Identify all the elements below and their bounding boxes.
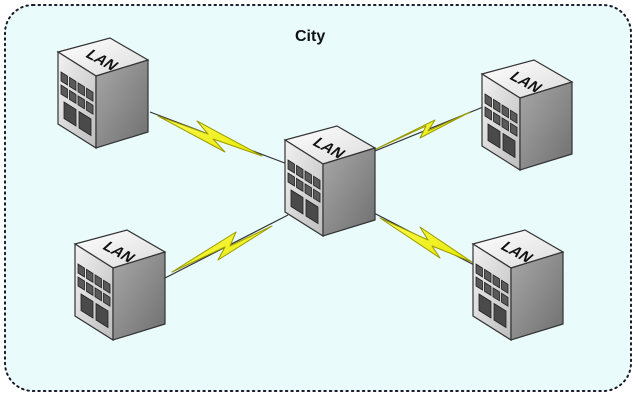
door-panel <box>63 101 77 127</box>
window <box>77 263 85 278</box>
window <box>296 177 304 193</box>
window <box>313 175 321 190</box>
window <box>77 95 85 110</box>
building-windows <box>484 93 518 159</box>
window <box>484 93 492 108</box>
window <box>313 188 321 203</box>
lan-building-top-right: LAN <box>480 59 574 172</box>
window <box>501 104 509 119</box>
lan-building-bottom-right: LAN <box>471 229 565 342</box>
building-side-face <box>322 147 376 237</box>
door-panel <box>290 189 304 215</box>
window <box>103 292 111 307</box>
window <box>501 292 509 307</box>
door-panel <box>80 293 94 319</box>
door-panel <box>487 123 501 149</box>
window <box>77 82 85 97</box>
bolt-icon-top-left <box>157 115 263 157</box>
lan-building-top-left: LAN <box>56 37 150 150</box>
window <box>510 122 518 137</box>
door-panel <box>305 198 319 225</box>
window <box>501 279 509 294</box>
building-windows <box>287 159 321 225</box>
window <box>94 274 102 289</box>
window <box>493 98 501 114</box>
building-windows <box>77 263 111 329</box>
window <box>77 276 85 291</box>
window <box>493 111 501 127</box>
building-windows <box>60 71 94 137</box>
building-side-face <box>95 59 149 149</box>
window <box>484 106 492 121</box>
door-panel <box>493 302 507 329</box>
window <box>510 109 518 124</box>
window <box>287 159 295 174</box>
window <box>304 170 312 185</box>
window <box>60 71 68 86</box>
window <box>60 84 68 99</box>
window <box>86 87 94 102</box>
building-side-face <box>510 251 564 341</box>
window <box>103 279 111 294</box>
window <box>492 287 500 302</box>
window <box>86 100 94 115</box>
window <box>287 172 295 187</box>
window <box>492 274 500 289</box>
lightning-bolts <box>157 111 473 273</box>
window <box>94 287 102 302</box>
door-panel <box>502 132 516 159</box>
lan-building-center: LAN <box>283 125 377 238</box>
window <box>484 281 492 297</box>
window <box>304 183 312 198</box>
window <box>86 268 94 284</box>
window <box>86 281 94 297</box>
bolt-icon-top-right <box>373 111 471 151</box>
bolt-icon-bottom-right <box>379 217 473 263</box>
window <box>475 276 483 291</box>
door-panel <box>95 302 109 329</box>
building-side-face <box>112 251 166 341</box>
window <box>296 164 304 180</box>
window <box>501 117 509 132</box>
city-label: City <box>295 28 326 45</box>
window <box>475 263 483 278</box>
door-panel <box>78 110 92 137</box>
bolt-icon-bottom-left <box>171 225 273 273</box>
window <box>484 268 492 284</box>
building-side-face <box>519 81 573 171</box>
door-panel <box>478 293 492 319</box>
window <box>69 76 77 92</box>
lan-buildings: LAN LAN LAN LAN LAN <box>56 37 574 342</box>
building-windows <box>475 263 509 329</box>
lan-building-bottom-left: LAN <box>73 229 167 342</box>
window <box>69 89 77 105</box>
